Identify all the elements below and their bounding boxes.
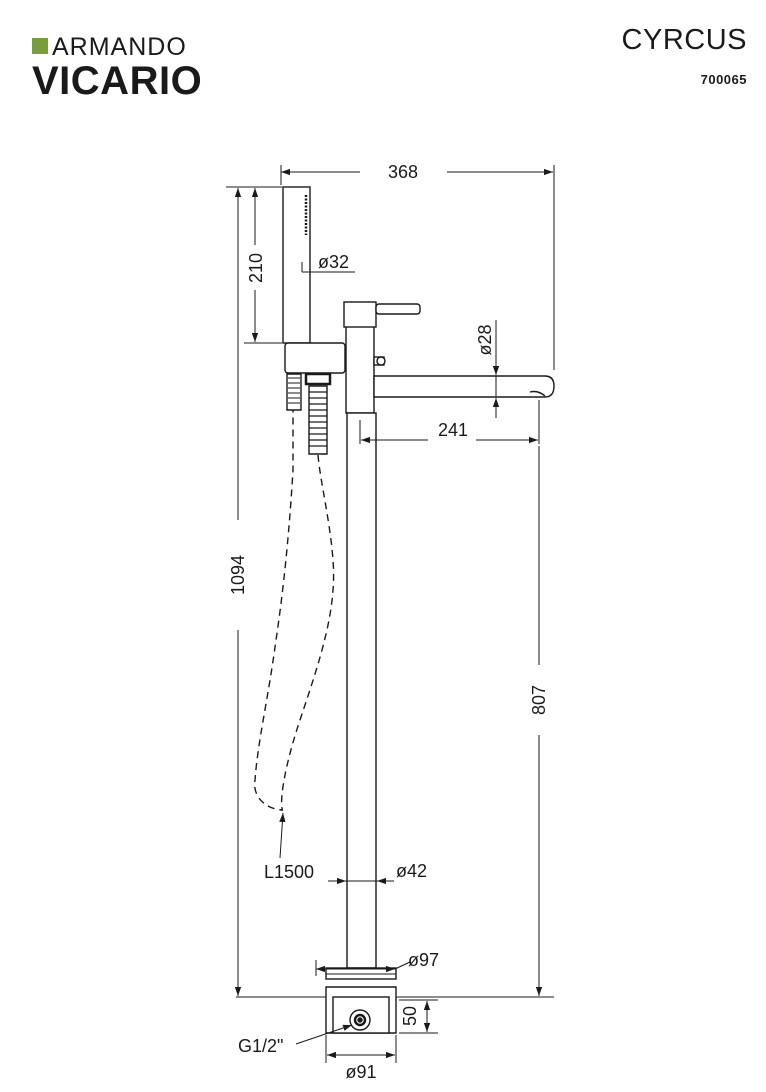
dim-connection: G1/2" xyxy=(238,1036,283,1056)
dim-handshower-length: 210 xyxy=(246,253,266,283)
brand-name-line2: VICARIO xyxy=(32,59,203,103)
spout xyxy=(373,375,555,398)
hose-connector-right xyxy=(304,372,332,386)
dim-column-diameter: ø42 xyxy=(396,861,427,881)
dim-spout-reach: 241 xyxy=(438,420,468,440)
dim-box-height: 50 xyxy=(400,1006,420,1026)
dim-overall-width: 368 xyxy=(388,162,418,182)
mixer-body xyxy=(345,324,375,414)
product-name: CYRCUS xyxy=(621,24,747,56)
brand-name-line1: ARMANDO xyxy=(52,33,187,61)
dim-total-height: 1094 xyxy=(228,555,248,595)
brand-logo: ARMANDO VICARIO xyxy=(32,34,252,104)
faucet-outline xyxy=(236,186,555,1034)
dim-spout-diameter: ø28 xyxy=(475,324,495,355)
shower-holder xyxy=(284,342,346,374)
dim-spout-height: 807 xyxy=(529,685,549,715)
column xyxy=(346,412,377,969)
dim-box-diameter: ø91 xyxy=(345,1062,376,1082)
shower-hose xyxy=(254,410,335,811)
dim-hose-length: L1500 xyxy=(264,862,314,882)
dim-rosette-diameter: ø97 xyxy=(408,950,439,970)
product-code: 700065 xyxy=(700,72,747,87)
lever xyxy=(375,303,421,315)
dim-handshower-diameter: ø32 xyxy=(318,252,349,272)
hose-connector-left xyxy=(286,373,302,411)
brand-leaf-icon xyxy=(32,38,48,54)
